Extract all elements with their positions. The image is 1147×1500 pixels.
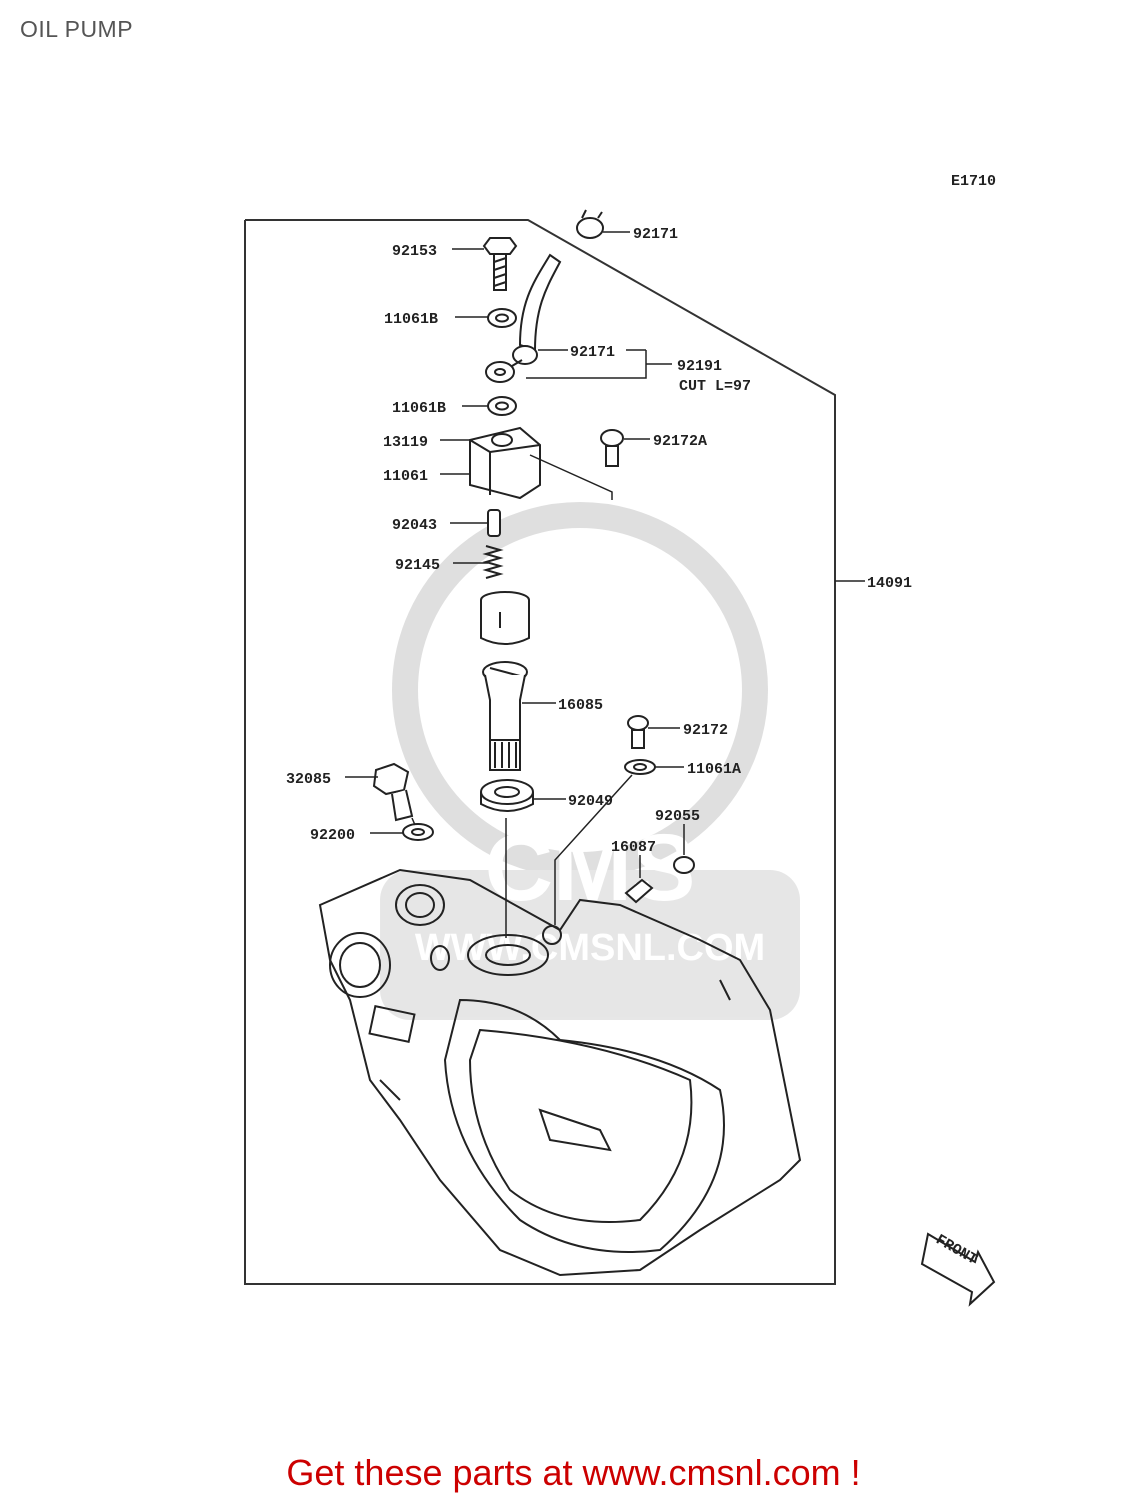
assembly-frame bbox=[244, 219, 836, 1285]
part-92043-pin bbox=[487, 509, 501, 537]
part-pump-rotor bbox=[480, 591, 530, 645]
callout-11061: 11061 bbox=[383, 468, 428, 485]
part-32085-fitting bbox=[372, 762, 414, 822]
callout-11061B-lower: 11061B bbox=[392, 400, 446, 417]
part-crankcase-cover bbox=[318, 868, 802, 1277]
watermark-brand: CMS bbox=[484, 815, 695, 921]
part-16087-dowel bbox=[624, 878, 654, 904]
part-13119-pump-body bbox=[469, 426, 541, 500]
front-arrow-icon: FRONT bbox=[920, 1231, 996, 1307]
page-title: OIL PUMP bbox=[20, 16, 134, 42]
callout-14091: 14091 bbox=[867, 575, 912, 592]
part-16085-pump-shaft bbox=[482, 661, 528, 771]
part-92172A-screw bbox=[600, 429, 624, 467]
callout-92055: 92055 bbox=[655, 808, 700, 825]
diagram-code: E1710 bbox=[951, 173, 996, 190]
callout-labels: E1710 92171 92153 11061B 92171 92191 CUT… bbox=[286, 173, 996, 856]
callout-92049: 92049 bbox=[568, 793, 613, 810]
callout-11061A: 11061A bbox=[687, 761, 741, 778]
part-92055-o-ring bbox=[673, 856, 695, 874]
callout-11061B-upper: 11061B bbox=[384, 311, 438, 328]
callout-92145: 92145 bbox=[395, 557, 440, 574]
callout-92171-top: 92171 bbox=[633, 226, 678, 243]
callout-92172: 92172 bbox=[683, 722, 728, 739]
watermark-site: WWW.CMSNL.COM bbox=[415, 927, 765, 969]
callout-92191: 92191 bbox=[677, 358, 722, 375]
part-92145-spring bbox=[482, 545, 504, 579]
callout-13119: 13119 bbox=[383, 434, 428, 451]
callout-92153: 92153 bbox=[392, 243, 437, 260]
part-92049-oil-seal bbox=[480, 779, 534, 812]
callout-92200: 92200 bbox=[310, 827, 355, 844]
callout-32085: 32085 bbox=[286, 771, 331, 788]
callout-92172A: 92172A bbox=[653, 433, 707, 450]
part-92171-clip bbox=[576, 209, 604, 239]
callout-16085: 16085 bbox=[558, 697, 603, 714]
callout-cut-note: CUT L=97 bbox=[679, 378, 751, 395]
cms-watermark: CMS WWW.CMSNL.COM bbox=[380, 502, 800, 1020]
callout-92043: 92043 bbox=[392, 517, 437, 534]
promo-banner[interactable]: Get these parts at www.cmsnl.com ! bbox=[286, 1452, 861, 1493]
part-92153-banjo-bolt bbox=[482, 237, 518, 291]
part-oil-hose bbox=[518, 253, 562, 352]
part-92172-screw bbox=[627, 715, 649, 749]
callout-92171-mid: 92171 bbox=[570, 344, 615, 361]
part-hose-fitting bbox=[512, 345, 538, 365]
callout-16087: 16087 bbox=[611, 839, 656, 856]
